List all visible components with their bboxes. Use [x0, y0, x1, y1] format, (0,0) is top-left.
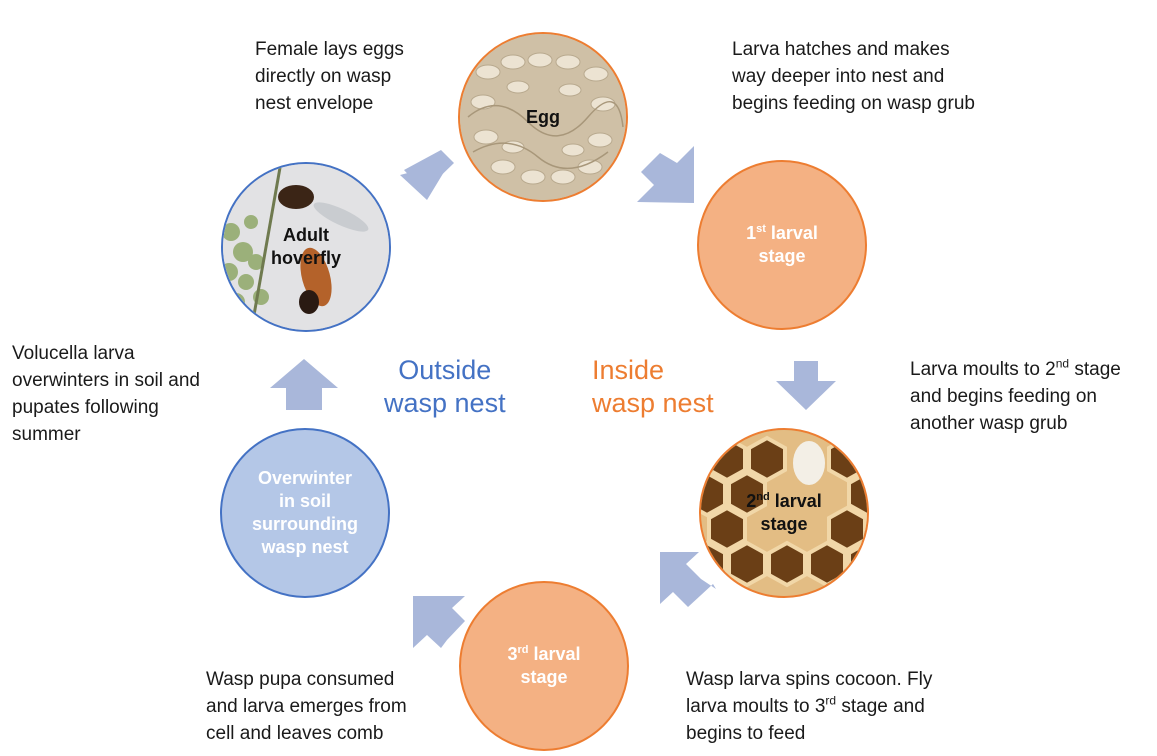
first-larval-label: 1st larval stage [746, 222, 818, 268]
outside-region-label: Outside wasp nest [384, 354, 506, 420]
adult-hoverfly-stage: Adult hoverfly [221, 162, 391, 332]
arrow-egg-to-first [637, 146, 694, 203]
overwinter-stage: Overwinter in soil surrounding wasp nest [220, 428, 390, 598]
note-larva-moults: Larva moults to 2nd stage and begins fee… [910, 356, 1121, 437]
overwinter-label: Overwinter in soil surrounding wasp nest [252, 467, 358, 559]
third-larval-stage: 3rd larval stage [459, 581, 629, 751]
inside-region-label: Inside wasp nest [592, 354, 714, 420]
arrow-first-to-second [776, 361, 836, 410]
egg-stage: Egg [458, 32, 628, 202]
arrow-third-to-overwinter [413, 596, 465, 648]
first-larval-stage: 1st larval stage [697, 160, 867, 330]
egg-label: Egg [526, 106, 560, 129]
note-wasp-larva-cocoon: Wasp larva spins cocoon. Fly larva moult… [686, 666, 932, 747]
note-larva-hatches: Larva hatches and makes way deeper into … [732, 36, 975, 117]
adult-hoverfly-label: Adult hoverfly [271, 224, 341, 270]
second-larval-label: 2nd larval stage [746, 490, 822, 536]
note-wasp-pupa-consumed: Wasp pupa consumed and larva emerges fro… [206, 666, 407, 747]
third-larval-label: 3rd larval stage [507, 643, 580, 689]
arrow-adult-to-egg-body [404, 150, 454, 192]
note-female-lays-eggs: Female lays eggs directly on wasp nest e… [255, 36, 404, 117]
arrow-overwinter-to-adult [270, 359, 338, 410]
second-larval-stage: 2nd larval stage [699, 428, 869, 598]
note-volucella-overwinters: Volucella larva overwinters in soil and … [12, 340, 200, 448]
